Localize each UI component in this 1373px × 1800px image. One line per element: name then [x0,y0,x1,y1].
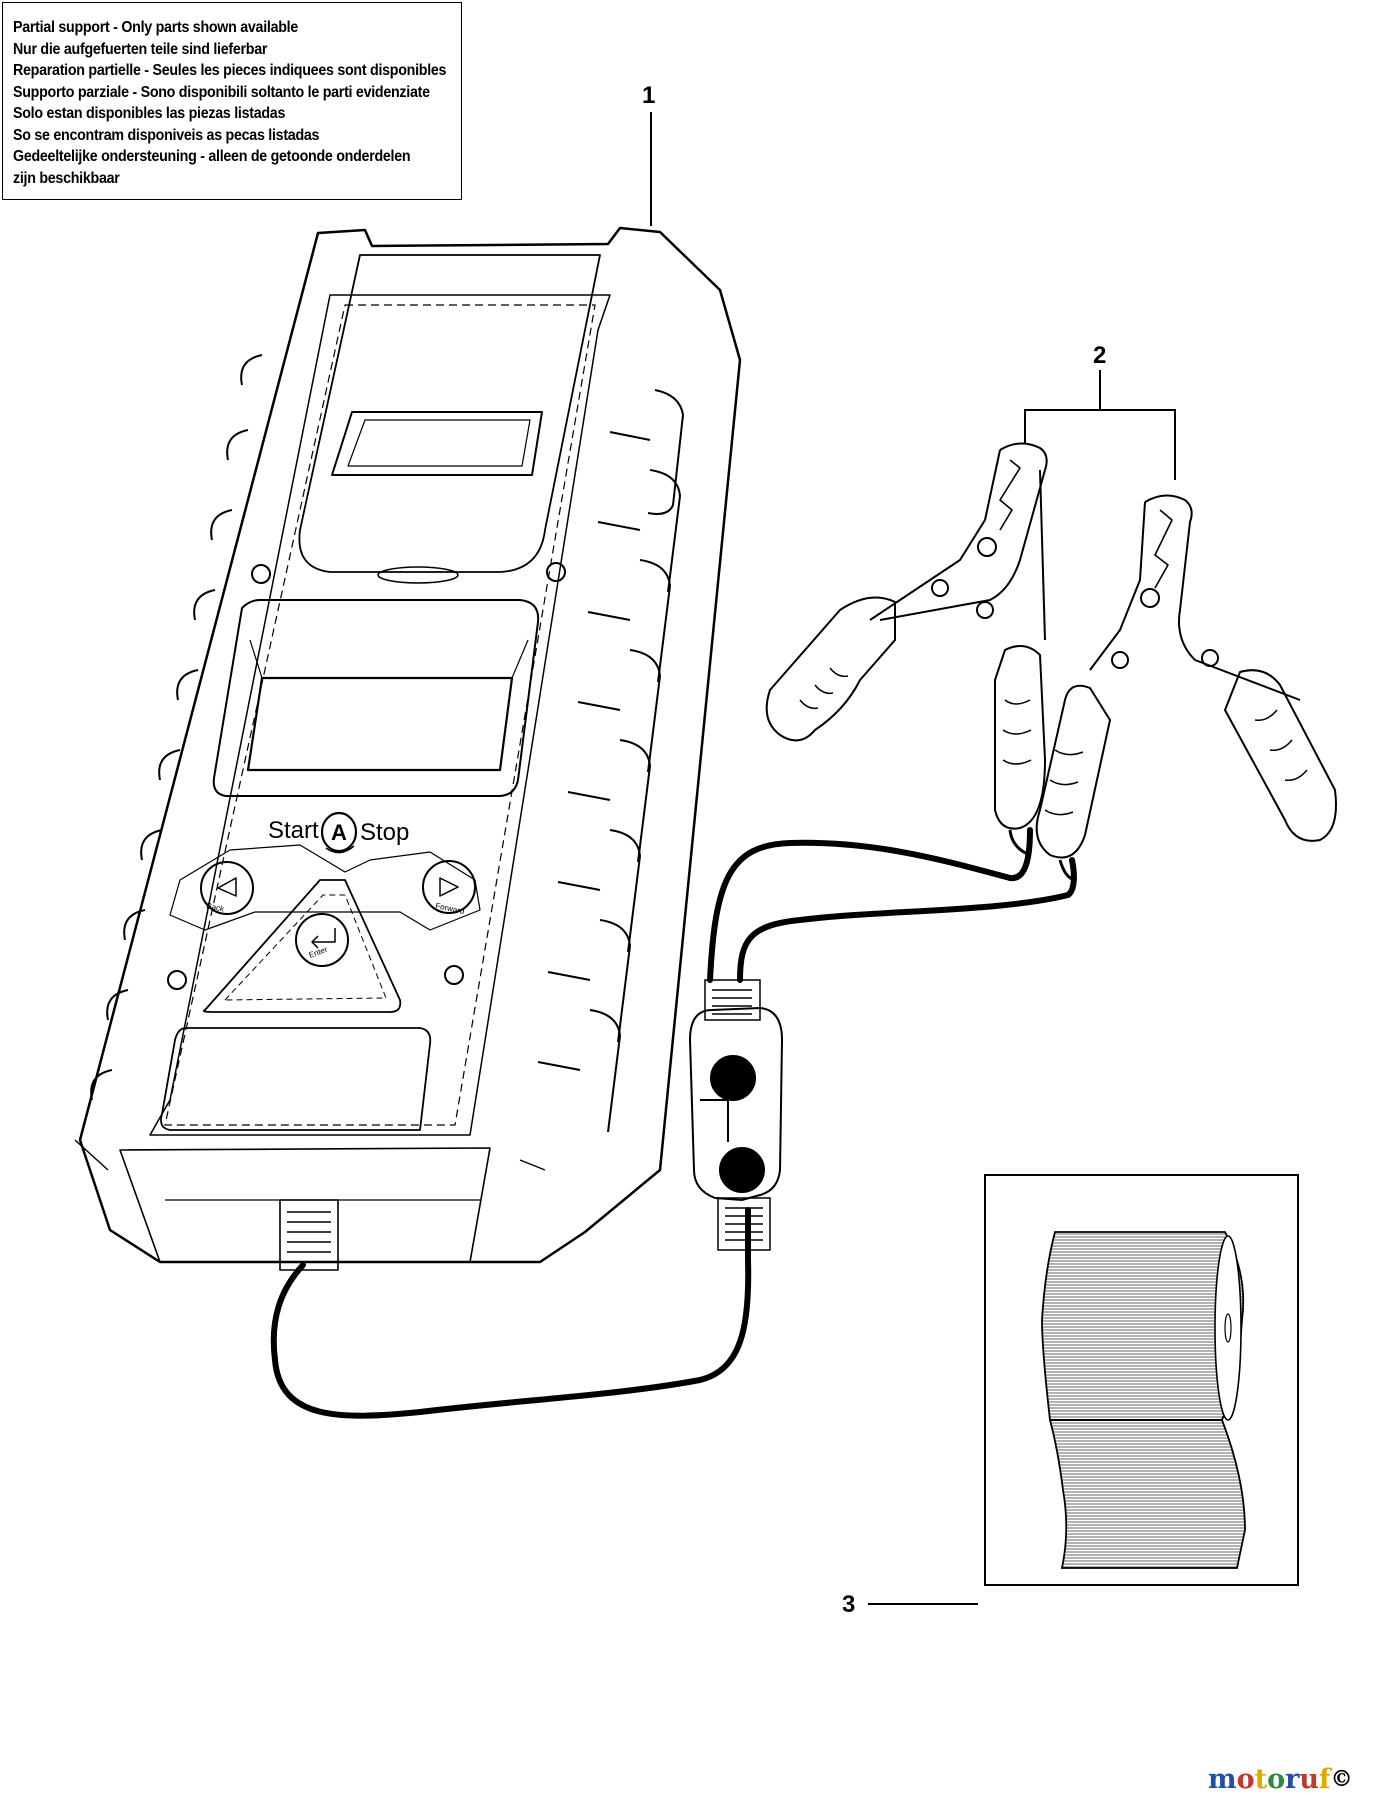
bottom-label-panel [160,1027,432,1131]
screw-hole [546,562,566,582]
left-clamp-jaw-inner [999,459,1021,531]
connector-sleeve-top [704,979,761,1021]
watermark-letter: t [1254,1764,1268,1795]
battery-clamps [765,442,1337,882]
notice-line: Reparation partielle - Seules les pieces… [13,62,447,79]
connector-boot-dark [710,1055,756,1101]
right-clamp-jaw-top [1144,494,1301,701]
watermark-text: motoruf [1208,1764,1331,1795]
tester-cable-connector [279,1199,339,1271]
right-clamp [1035,494,1337,859]
display-bezel [212,599,540,797]
right-clamp-handle-b [1224,669,1337,842]
right-clamp-pivot [1140,588,1160,608]
test-cables [270,827,1077,1419]
watermark-letter: r [1285,1764,1300,1795]
enter-label: Enter [308,945,329,960]
paper-roll-core [1214,1235,1242,1421]
back-button [200,861,254,915]
notice-line: zijn beschikbaar [13,169,120,187]
notice-line: Solo estan disponibles las piezas listad… [13,105,286,122]
watermark-letter: o [1236,1764,1255,1795]
a-button-ring [320,811,358,853]
notice-line: Supporto parziale - Sono disponibili sol… [13,83,430,101]
connector-boot-dark [719,1147,765,1193]
back-arrow-icon [217,877,237,897]
left-clamp-arm [869,449,1001,621]
callout-3: 3 [842,1591,856,1618]
right-clamp-handle-a [1035,684,1111,859]
display-screen [246,676,514,772]
screw-hole [167,970,187,990]
tester-front-face-dashed [164,304,596,1126]
enter-triangle [202,879,402,1013]
right-clamp-arm [1089,501,1146,671]
tester-right-grip-ribs [537,389,684,1133]
notice-line: So se encontram disponiveis as pecas lis… [13,126,320,144]
left-clamp-jaw-top [879,442,1048,621]
callout-1: 1 [642,82,656,109]
enter-arrow-icon [311,928,336,949]
keypad-outline [169,844,481,931]
paper-roll-body [1041,1231,1245,1421]
connector-sleeve-bottom [717,1197,771,1251]
inline-connector [688,979,784,1251]
watermark-letter: o [1267,1764,1286,1795]
device-labels: Start A Stop Back Forward Enter [206,817,466,960]
screw-hole [251,564,271,584]
tester-left-grip-ribs [90,354,263,1101]
stop-label: Stop [360,819,409,846]
partial-support-notice: Partial support - Only parts shown avail… [2,2,462,200]
paper-roll-panel [984,1174,1299,1586]
watermark-letter: f [1318,1764,1331,1795]
left-clamp-handle-b [994,645,1046,830]
a-button-label: A [331,820,347,845]
watermark-letter: u [1299,1764,1319,1795]
printer-lid [298,254,601,573]
leader-bracket-2 [1024,409,1176,480]
paper-strip [1048,1419,1246,1569]
paper-roll-frame [984,1174,1299,1586]
battery-tester [74,226,742,1271]
left-clamp-pivot [977,537,997,557]
black-lead-cable [737,857,1077,983]
printer-slot [331,411,543,476]
back-label: Back [206,901,226,914]
screw-hole [444,965,464,985]
notice-line: Gedeeltelijke ondersteuning - alleen de … [13,148,411,165]
copyright-icon: © [1330,1766,1353,1792]
red-lead-cable [707,827,1033,983]
lid-latch [377,566,459,584]
enter-button [295,913,349,967]
watermark-letter: m [1208,1764,1237,1795]
tester-outer-shell [78,226,742,1264]
notice-line: Nur die aufgefuerten teile sind lieferba… [13,40,268,58]
left-clamp-handle-a [765,596,896,742]
callout-2: 2 [1093,342,1107,369]
leader-lines [650,112,1176,1605]
left-clamp [765,442,1048,830]
forward-arrow-icon [439,877,459,897]
forward-button [422,860,476,914]
motoruf-watermark: motoruf© [1208,1764,1353,1795]
start-label: Start [268,817,319,844]
main-cable [270,1207,752,1419]
tester-base [119,1147,491,1263]
notice-line: Partial support - Only parts shown avail… [13,19,299,36]
